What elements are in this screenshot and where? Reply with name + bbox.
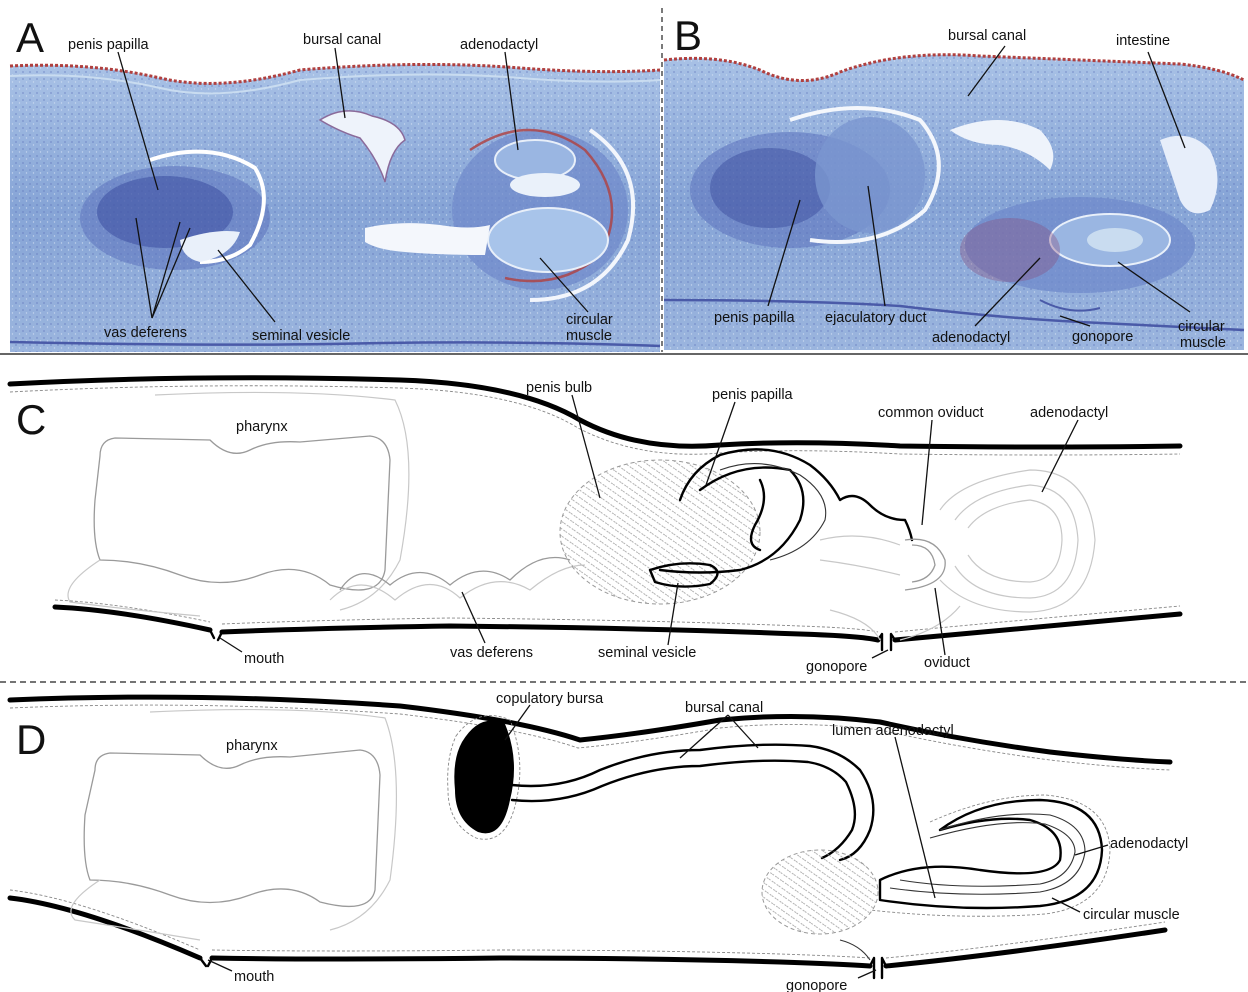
panel-c: C pharynx penis bulb penis papilla commo…	[10, 378, 1180, 675]
panel-d-label-lumen-adenodactyl: lumen adenodactyl	[832, 723, 954, 739]
panel-a-label-circular-muscle-line1: circular	[566, 312, 613, 328]
panel-c-letter: C	[16, 396, 46, 443]
panel-b-label-circular-muscle-line2: muscle	[1180, 335, 1226, 351]
panel-c-label-adenodactyl: adenodactyl	[1030, 405, 1108, 421]
panel-b-label-ejaculatory-duct: ejaculatory duct	[825, 310, 927, 326]
panel-a-label-penis-papilla: penis papilla	[68, 37, 150, 53]
panel-b-label-circular-muscle-line1: circular	[1178, 319, 1225, 335]
panel-d-label-mouth: mouth	[234, 969, 274, 985]
panel-c-drawing	[10, 378, 1180, 650]
panel-b: B bursal canal intestine penis papilla e…	[664, 12, 1244, 351]
panel-d-label-gonopore: gonopore	[786, 978, 847, 992]
panel-c-label-seminal-vesicle: seminal vesicle	[598, 645, 696, 661]
panel-d-drawing	[10, 697, 1170, 978]
panel-a-label-seminal-vesicle: seminal vesicle	[252, 328, 350, 344]
panel-a: A penis papilla bursal canal adenodactyl…	[10, 14, 660, 352]
panel-a-label-bursal-canal: bursal canal	[303, 32, 381, 48]
panel-c-label-pharynx: pharynx	[236, 419, 288, 435]
panel-a-letter: A	[16, 14, 44, 61]
panel-c-label-penis-papilla: penis papilla	[712, 387, 794, 403]
panel-d-leaders	[208, 705, 1108, 978]
panel-b-label-penis-papilla: penis papilla	[714, 310, 796, 326]
panel-d-label-pharynx: pharynx	[226, 738, 278, 754]
panel-a-label-circular-muscle-line2: muscle	[566, 328, 612, 344]
panel-b-label-bursal-canal: bursal canal	[948, 28, 1026, 44]
panel-c-label-common-oviduct: common oviduct	[878, 405, 984, 421]
panel-c-label-penis-bulb: penis bulb	[526, 380, 592, 396]
panel-c-label-mouth: mouth	[244, 651, 284, 667]
panel-c-label-vas-deferens: vas deferens	[450, 645, 533, 661]
panel-b-micrograph	[664, 55, 1244, 350]
panel-b-label-gonopore: gonopore	[1072, 329, 1133, 345]
panel-b-label-adenodactyl: adenodactyl	[932, 330, 1010, 346]
panel-a-label-adenodactyl: adenodactyl	[460, 37, 538, 53]
panel-b-label-intestine: intestine	[1116, 33, 1170, 49]
panel-d-label-circular-muscle: circular muscle	[1083, 907, 1180, 923]
panel-d: D pharynx copulatory bursa bursal canal …	[10, 691, 1188, 992]
panel-c-label-oviduct: oviduct	[924, 655, 970, 671]
panel-b-letter: B	[674, 12, 702, 59]
panel-a-micrograph	[10, 64, 660, 352]
panel-d-label-bursal-canal: bursal canal	[685, 700, 763, 716]
panel-d-label-adenodactyl: adenodactyl	[1110, 836, 1188, 852]
panel-c-label-gonopore: gonopore	[806, 659, 867, 675]
panel-d-label-copulatory-bursa: copulatory bursa	[496, 691, 604, 707]
panel-a-label-vas-deferens: vas deferens	[104, 325, 187, 341]
panel-d-letter: D	[16, 716, 46, 763]
